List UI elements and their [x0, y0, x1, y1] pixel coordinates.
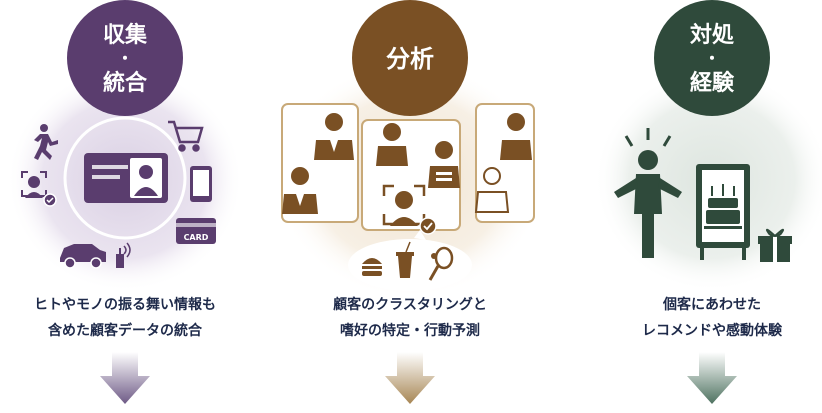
stage-3-title-line-3: 経験	[690, 70, 735, 96]
stage-2-caption-line-2: 嗜好の特定・行動予測	[340, 323, 480, 339]
stage-3-caption: 個客にあわせた レコメンドや感動体験	[562, 292, 822, 344]
stage-1-title-line-2: ・	[117, 49, 133, 68]
customer-profile-icon	[361, 119, 461, 231]
stage-1-title-circle	[67, 0, 183, 116]
stage-2: 分析	[281, 0, 535, 291]
gift-icon	[758, 228, 792, 262]
car-icon	[60, 244, 106, 269]
stage-3-caption-line-2: レコメンドや感動体験	[642, 323, 782, 339]
running-person-icon	[34, 124, 58, 160]
stage-2-arrow	[385, 352, 435, 404]
burger-icon	[362, 258, 382, 276]
stage-3-arrow	[687, 352, 737, 404]
stage-3-title-line-1: 対処	[690, 22, 734, 48]
shopping-cart-icon	[168, 120, 204, 152]
stage-1-ring	[63, 116, 187, 240]
stage-1-caption: ヒトやモノの振る舞い情報も 含めた顧客データの統合	[0, 292, 275, 344]
stage-2-title-line-1: 分析	[386, 45, 434, 73]
stage-1-title-line-3: 統合	[103, 70, 148, 96]
face-recognition-icon	[382, 184, 437, 235]
tennis-icon	[428, 246, 454, 281]
card-icon: CARD	[176, 218, 216, 244]
stage-1: 収集 ・ 統合	[21, 0, 216, 269]
customer-profile-icon	[281, 103, 359, 223]
stage-3: 対処 ・ 経験	[614, 0, 792, 262]
stage-3-title-circle	[654, 0, 770, 116]
stage-3-caption-line-1: 個客にあわせた	[663, 297, 761, 313]
cake-icon	[704, 184, 742, 229]
face-id-icon	[21, 171, 57, 207]
stage-2-caption-line-1: 顧客のクラスタリングと	[333, 297, 487, 313]
router-icon	[116, 242, 131, 268]
stage-1-caption-line-1: ヒトやモノの振る舞い情報も	[34, 297, 216, 313]
excited-person-icon	[614, 128, 682, 258]
id-card-icon	[84, 153, 168, 203]
stage-2-title-circle	[352, 0, 468, 116]
preference-bubble	[348, 230, 472, 291]
customer-profile-icon	[474, 103, 535, 223]
stage-2-caption: 顧客のクラスタリングと 嗜好の特定・行動予測	[260, 292, 560, 344]
smartphone-icon	[190, 166, 212, 202]
stage-1-caption-line-2: 含めた顧客データの統合	[48, 323, 202, 339]
card-icon-label: CARD	[184, 233, 209, 242]
drink-icon	[396, 241, 414, 278]
stage-3-title-line-2: ・	[704, 49, 720, 68]
stage-1-arrow	[100, 352, 150, 404]
stage-1-title-line-1: 収集	[103, 22, 148, 48]
